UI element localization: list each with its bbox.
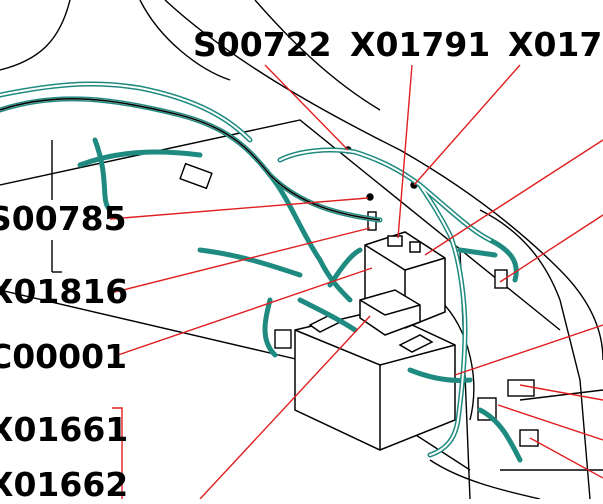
label-x01791: X01791 [350, 25, 491, 64]
label-x01661: X01661 [0, 410, 129, 449]
leader-lines [109, 64, 603, 500]
label-x0179: X0179 [508, 25, 603, 64]
label-x01662: X01662 [0, 465, 129, 504]
battery [294, 309, 456, 451]
label-c00001: C00001 [0, 337, 128, 376]
label-x01816: X01816 [0, 272, 129, 311]
label-brackets [51, 140, 62, 273]
label-s00785: S00785 [0, 199, 127, 238]
label-s00722: S00722 [193, 25, 332, 64]
fuse-box [359, 289, 421, 336]
